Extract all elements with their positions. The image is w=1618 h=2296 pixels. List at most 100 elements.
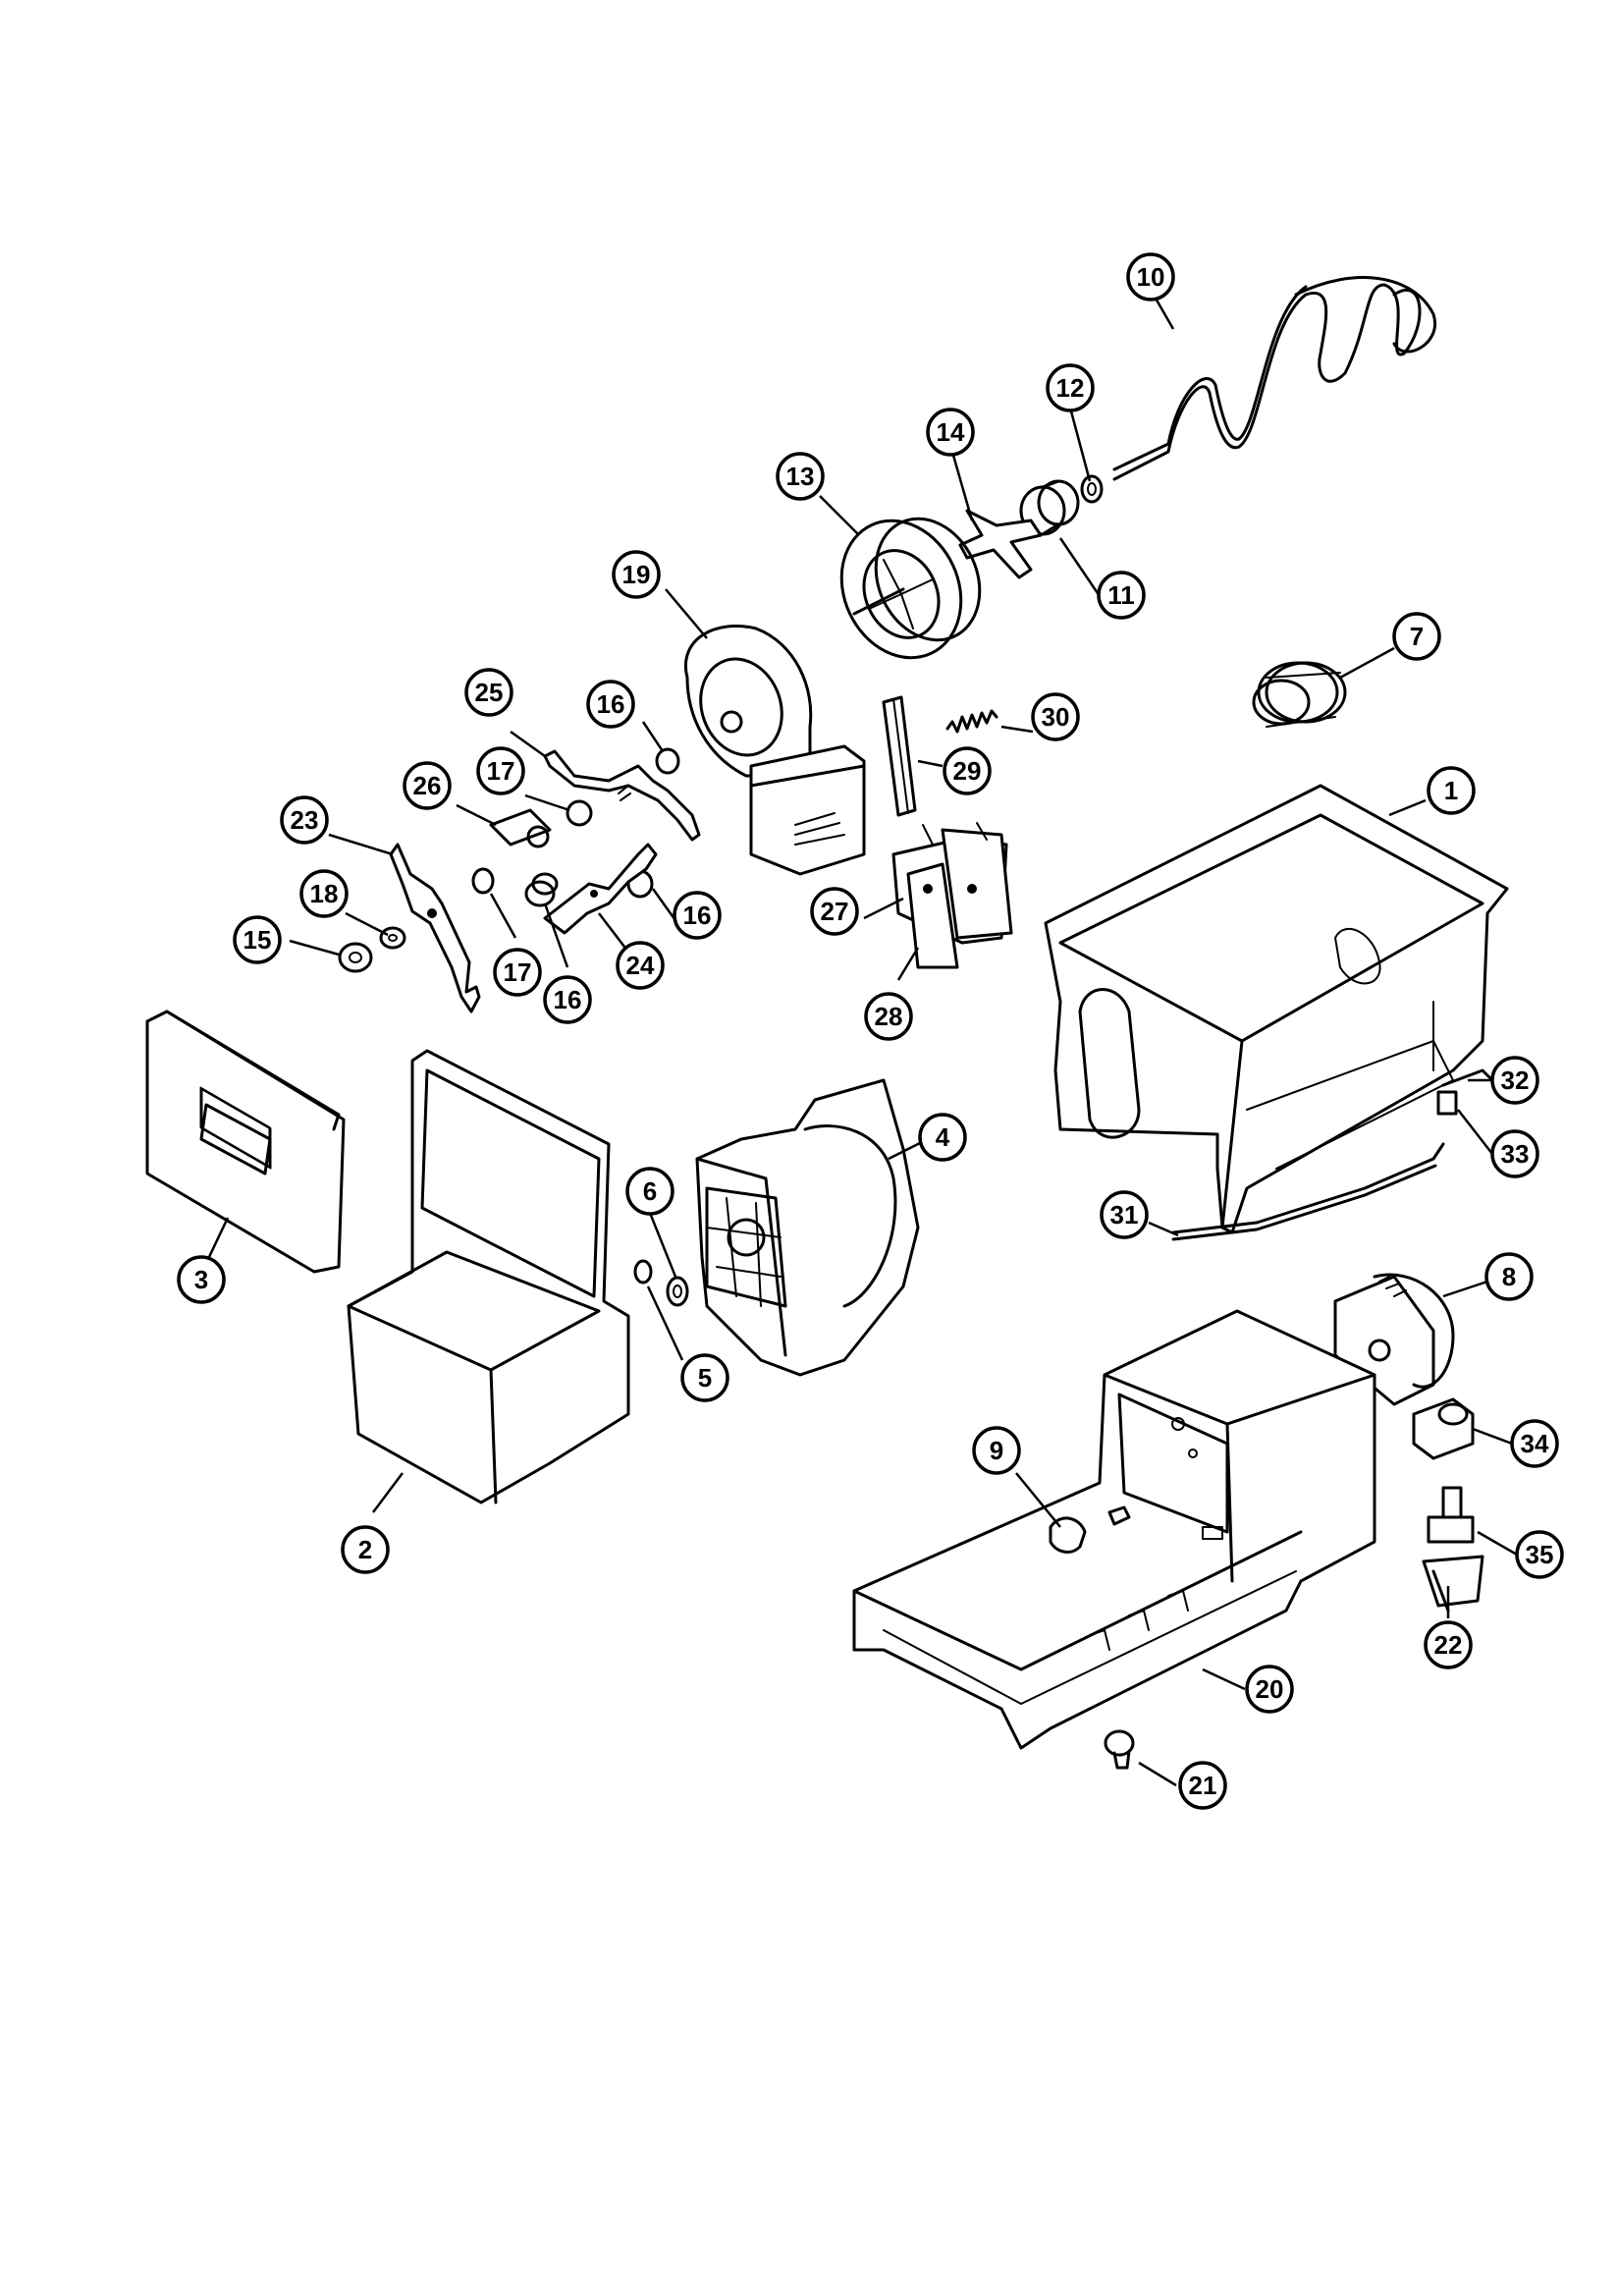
callout-34: 34 (1510, 1419, 1559, 1468)
part-7-ring (1252, 661, 1347, 728)
part-13-wheel (839, 517, 982, 660)
part-5-6-rings (633, 1259, 689, 1307)
svg-text:4: 4 (936, 1122, 950, 1152)
callout-10: 10 (1126, 252, 1175, 301)
svg-text:15: 15 (243, 925, 272, 955)
svg-text:16: 16 (683, 901, 712, 930)
callout-26: 26 (403, 761, 452, 810)
part-34-solenoid (1412, 1397, 1475, 1460)
part-23-lever (389, 843, 481, 1013)
svg-text:5: 5 (698, 1363, 712, 1393)
svg-text:30: 30 (1042, 702, 1070, 732)
svg-text:28: 28 (875, 1002, 903, 1031)
svg-text:6: 6 (643, 1176, 657, 1206)
callout-30: 30 (1031, 692, 1080, 741)
callout-18: 18 (299, 869, 349, 918)
svg-text:7: 7 (1410, 622, 1424, 651)
callout-19: 19 (612, 550, 661, 599)
callout-1: 1 (1427, 766, 1476, 815)
part-10-auger-wire (1112, 276, 1437, 481)
svg-text:29: 29 (953, 756, 982, 786)
svg-text:13: 13 (786, 462, 815, 491)
part-35-22-valve (1422, 1486, 1484, 1613)
svg-text:9: 9 (990, 1436, 1003, 1465)
callout-14: 14 (926, 408, 975, 457)
callout-16b: 16 (543, 975, 592, 1024)
svg-text:31: 31 (1110, 1200, 1139, 1230)
svg-text:22: 22 (1434, 1630, 1463, 1660)
part-25-lever (543, 749, 701, 842)
callout-32: 32 (1490, 1056, 1539, 1105)
svg-text:34: 34 (1521, 1429, 1549, 1458)
callout-24: 24 (616, 941, 665, 990)
callout-33: 33 (1490, 1129, 1539, 1178)
part-3-door-panel (145, 1010, 346, 1274)
svg-text:19: 19 (622, 560, 651, 589)
svg-text:32: 32 (1501, 1066, 1530, 1095)
callout-31: 31 (1100, 1190, 1149, 1239)
svg-text:25: 25 (475, 678, 504, 707)
callout-22: 22 (1424, 1620, 1473, 1669)
part-31-rod (1171, 1142, 1445, 1241)
callout-3: 3 (177, 1255, 226, 1304)
part-30-spring (945, 709, 998, 734)
callout-20: 20 (1245, 1665, 1294, 1714)
callout-8: 8 (1484, 1252, 1534, 1301)
callout-28: 28 (864, 992, 913, 1041)
callout-29: 29 (943, 746, 992, 795)
svg-text:24: 24 (626, 951, 655, 980)
callout-2: 2 (341, 1525, 390, 1574)
callout-4: 4 (918, 1113, 967, 1162)
callout-12: 12 (1046, 363, 1095, 412)
callout-27: 27 (810, 887, 859, 936)
part-12-washer (1080, 474, 1104, 504)
svg-text:20: 20 (1256, 1674, 1284, 1704)
svg-text:11: 11 (1107, 580, 1135, 610)
part-1-hopper (1044, 784, 1509, 1234)
svg-text:16: 16 (554, 985, 582, 1014)
callout-16a: 16 (586, 680, 635, 729)
part-2-front-housing (347, 1049, 630, 1504)
callout-15: 15 (233, 915, 282, 964)
svg-text:27: 27 (821, 897, 849, 926)
svg-text:3: 3 (194, 1265, 208, 1294)
part-29-bar (882, 695, 917, 817)
part-19-housing (684, 624, 866, 876)
svg-text:14: 14 (937, 417, 965, 447)
svg-text:33: 33 (1501, 1139, 1530, 1169)
part-24-lever (543, 843, 658, 935)
part-27-28-plates (891, 822, 1013, 969)
svg-text:12: 12 (1056, 373, 1085, 403)
part-21-screw (1104, 1729, 1135, 1770)
callout-9: 9 (972, 1426, 1021, 1475)
svg-text:2: 2 (358, 1535, 372, 1564)
svg-text:16: 16 (597, 689, 625, 719)
callout-17b: 17 (493, 948, 542, 997)
callout-21: 21 (1178, 1761, 1227, 1810)
callout-17a: 17 (476, 746, 525, 795)
callout-13: 13 (776, 452, 825, 501)
hardware-nuts-and-washers (338, 747, 680, 973)
callout-25: 25 (464, 668, 513, 717)
svg-text:23: 23 (291, 805, 319, 835)
svg-text:8: 8 (1502, 1262, 1516, 1291)
callout-7: 7 (1392, 612, 1441, 661)
svg-text:17: 17 (504, 957, 532, 987)
callout-35: 35 (1515, 1530, 1564, 1579)
svg-text:18: 18 (310, 879, 339, 908)
svg-text:26: 26 (413, 771, 442, 800)
callout-16c: 16 (673, 891, 722, 940)
callout-11: 11 (1097, 571, 1146, 620)
part-20-base-tray (852, 1309, 1376, 1750)
callout-23: 23 (280, 795, 329, 845)
svg-text:10: 10 (1137, 262, 1165, 292)
svg-text:1: 1 (1444, 776, 1458, 805)
svg-text:21: 21 (1189, 1771, 1217, 1800)
part-14-clip (958, 509, 1043, 579)
part-4-motor-housing (695, 1078, 920, 1377)
callout-6: 6 (625, 1167, 674, 1216)
callout-5: 5 (680, 1353, 729, 1402)
svg-text:17: 17 (487, 756, 515, 786)
svg-text:35: 35 (1526, 1540, 1554, 1569)
